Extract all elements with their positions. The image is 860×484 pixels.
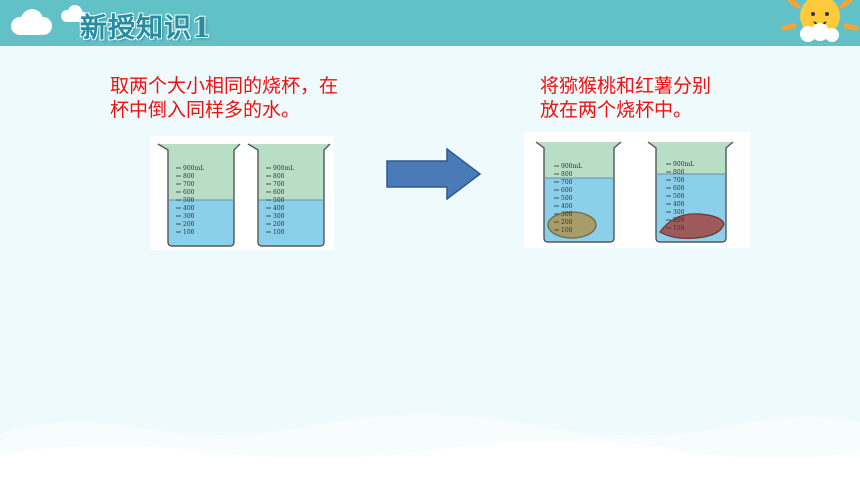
scale-label: 800	[673, 169, 685, 176]
beaker-kiwi-scale: 900mL 800 700 600 500 400 300 200 100	[554, 163, 582, 234]
scale-label: 300	[561, 211, 573, 218]
scale-label: 400	[673, 201, 685, 208]
scale-label: 900mL	[183, 165, 204, 172]
scale-label: 900mL	[673, 161, 694, 168]
beaker-kiwi	[535, 141, 622, 243]
scale-label: 500	[561, 195, 573, 202]
step2-caption: 将猕猴桃和红薯分别 放在两个烧杯中。	[540, 74, 711, 122]
scale-label: 100	[273, 229, 285, 236]
scale-label: 600	[273, 189, 285, 196]
step1-line1: 取两个大小相同的烧杯，在	[110, 75, 339, 97]
scale-label: 500	[273, 197, 285, 204]
scale-label: 100	[673, 225, 685, 232]
scale-label: 100	[183, 229, 195, 236]
scale-label: 500	[183, 197, 195, 204]
sun-icon	[781, 0, 859, 42]
scale-label: 300	[673, 209, 685, 216]
scale-label: 700	[561, 179, 573, 186]
scale-label: 900mL	[561, 163, 582, 170]
scale-label: 200	[273, 221, 285, 228]
snow-hills	[0, 414, 860, 484]
scale-label: 900mL	[273, 165, 294, 172]
scale-label: 400	[561, 203, 573, 210]
scale-label: 300	[183, 213, 195, 220]
header-bar	[0, 0, 860, 46]
sweet-potato	[659, 213, 725, 239]
beakers-with-fruit: 900mL 800 700 600 500 400 300 200 100 90…	[524, 132, 750, 248]
beaker-sweet-potato-scale: 900mL 800 700 600 500 400 300 200 100	[666, 161, 694, 232]
step1-line2: 杯中倒入同样多的水。	[110, 99, 301, 121]
scale-label: 600	[561, 187, 573, 194]
scale-label: 100	[561, 227, 573, 234]
scale-label: 200	[673, 217, 685, 224]
beakers-with-water: 900mL 800 700 600 500 400 300 200 100 90…	[150, 136, 334, 250]
scale-label: 700	[183, 181, 195, 188]
scale-label: 200	[183, 221, 195, 228]
step1-caption: 取两个大小相同的烧杯，在 杯中倒入同样多的水。	[110, 74, 338, 122]
scale-label: 600	[183, 189, 195, 196]
scale-label: 300	[273, 213, 285, 220]
cloud-icon	[61, 5, 86, 22]
step2-line2: 放在两个烧杯中。	[540, 99, 693, 121]
scale-label: 800	[561, 171, 573, 178]
beaker-a-scale: 900mL 800 700 600 500 400 300 200 100	[176, 165, 204, 236]
scale-label: 200	[561, 219, 573, 226]
beaker-sweet-potato	[647, 141, 734, 243]
scale-label: 600	[673, 185, 685, 192]
scale-label: 500	[673, 193, 685, 200]
page-title: 新授知识1	[80, 13, 212, 44]
beaker-b-scale: 900mL 800 700 600 500 400 300 200 100	[266, 165, 294, 236]
cloud-icon	[11, 9, 52, 35]
scale-label: 400	[183, 205, 195, 212]
scale-label: 800	[273, 173, 285, 180]
beaker-b	[247, 143, 331, 247]
scale-label: 400	[273, 205, 285, 212]
scale-label: 800	[183, 173, 195, 180]
kiwi	[547, 211, 597, 239]
scale-label: 700	[273, 181, 285, 188]
right-arrow-icon	[386, 147, 482, 201]
step2-line1: 将猕猴桃和红薯分别	[540, 75, 712, 97]
beaker-a	[157, 143, 241, 247]
scale-label: 700	[673, 177, 685, 184]
